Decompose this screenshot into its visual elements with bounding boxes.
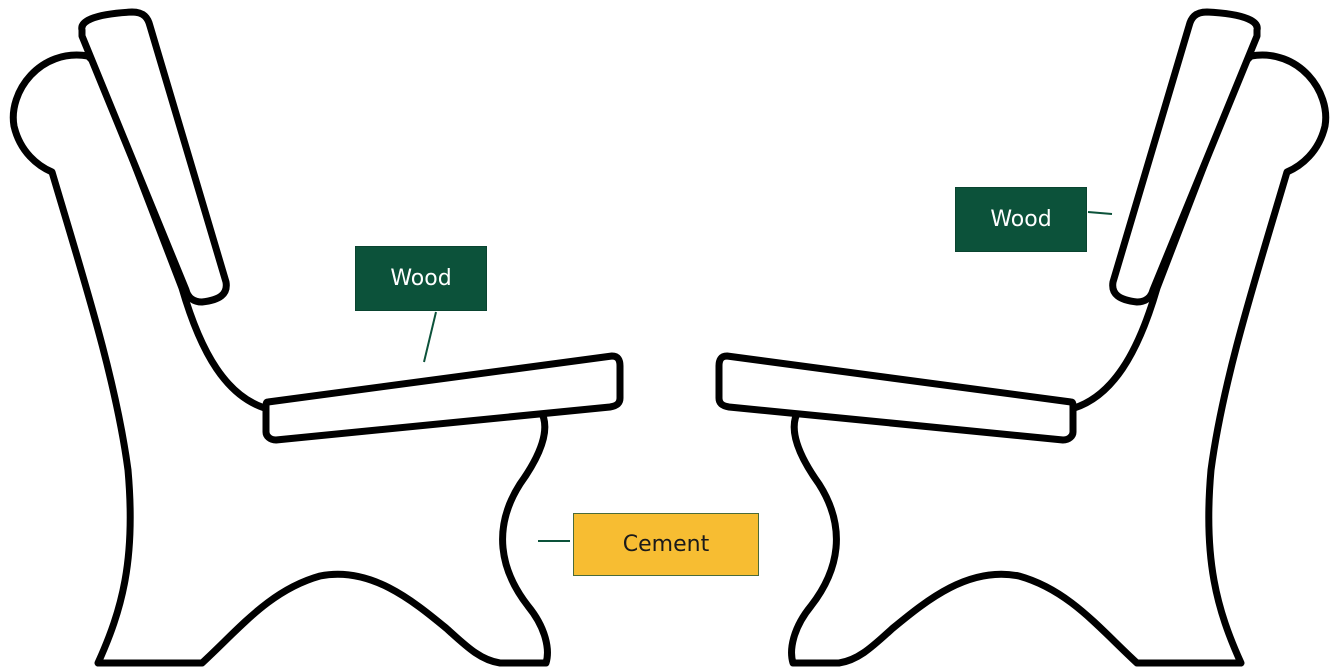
left-seat xyxy=(262,352,624,444)
left-backrest xyxy=(78,8,230,306)
right-cement-leg xyxy=(788,51,1330,667)
wood-label-seat: Wood xyxy=(355,246,487,311)
left-bench-end xyxy=(9,8,624,667)
right-backrest xyxy=(1109,8,1261,306)
right-bench-end xyxy=(715,8,1330,667)
right-seat xyxy=(715,352,1077,444)
wood-label-backrest: Wood xyxy=(955,187,1087,252)
left-cement-leg xyxy=(9,51,551,667)
leader-line-backrest-right xyxy=(1087,211,1113,215)
cement-label-leg: Cement xyxy=(573,513,759,576)
leader-line-seat-left xyxy=(423,311,437,363)
